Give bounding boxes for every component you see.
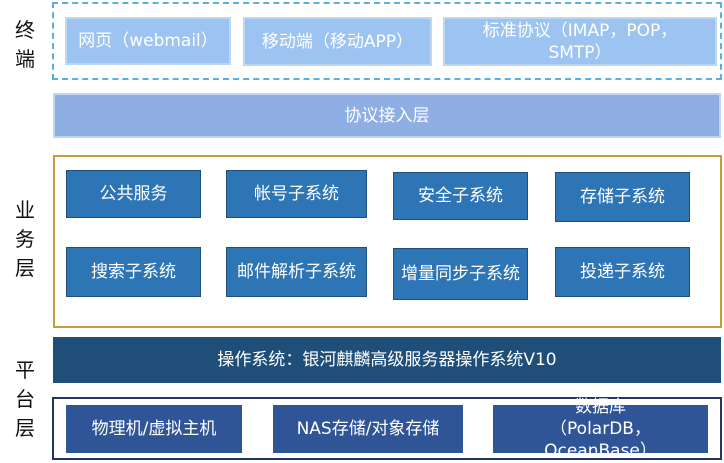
platform-hosts: 物理机/虚拟主机 [66,405,242,453]
business-account: 帐号子系统 [226,170,367,218]
business-layer-label: 业务层 [15,198,35,280]
platform-storage: NAS存储/对象存储 [273,405,463,453]
platform-group [52,397,722,460]
business-public-service: 公共服务 [66,170,201,218]
business-incremental-sync: 增量同步子系统 [393,248,528,300]
business-delivery: 投递子系统 [555,247,690,297]
business-storage: 存储子系统 [555,172,690,222]
terminal-webmail: 网页（webmail） [65,17,231,65]
terminal-group [52,2,722,80]
business-search: 搜索子系统 [66,247,201,297]
terminal-layer-label: 终端 [15,18,35,71]
terminal-protocols: 标准协议（IMAP，POP，SMTP） [443,17,717,66]
os-layer: 操作系统：银河麒麟高级服务器操作系统V10 [53,337,721,383]
platform-layer-label: 平台层 [15,358,35,440]
protocol-access-layer: 协议接入层 [53,93,721,138]
terminal-mobile: 移动端（移动APP） [243,17,432,66]
business-security: 安全子系统 [393,172,528,220]
business-group [53,155,722,328]
business-mail-parse: 邮件解析子系统 [226,247,367,297]
platform-database: 数据库（PolarDB，OceanBase） [493,397,708,461]
